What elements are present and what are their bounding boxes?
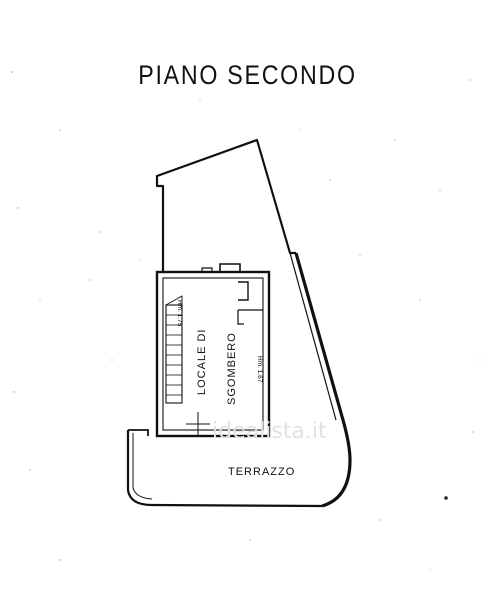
height-label-left: Hm. 1.75 [176, 300, 183, 327]
terrace-outline [126, 429, 323, 508]
outer-walls [155, 138, 352, 508]
plan-title: PIANO SECONDO [138, 60, 357, 90]
terrace-label: TERRAZZO [228, 466, 295, 478]
watermark: idealista.it [212, 419, 327, 444]
storage-room-walls [155, 263, 271, 438]
scan-specks [11, 71, 481, 571]
height-label-right: Hm. 1.67 [256, 356, 263, 383]
staircase [165, 295, 183, 404]
room-label-locale: LOCALE DI [196, 329, 208, 395]
room-label-sgombero: SGOMBERO [226, 332, 238, 405]
section-marker [186, 412, 210, 436]
